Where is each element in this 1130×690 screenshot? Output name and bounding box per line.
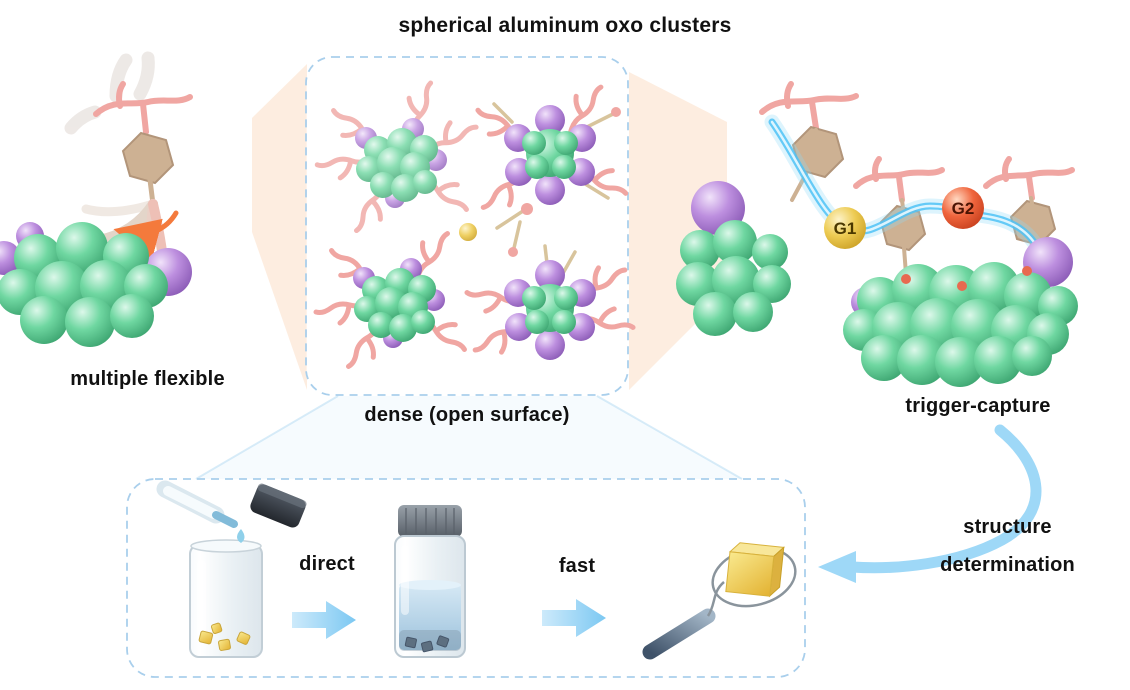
fast-step-label: fast xyxy=(558,555,596,577)
g1-sphere xyxy=(824,207,866,249)
cluster-icon xyxy=(463,244,637,360)
benzene-hexagon xyxy=(121,131,175,185)
anchor-dot xyxy=(901,274,911,284)
trigger-glow-path xyxy=(764,114,1048,260)
arrow-right-icon xyxy=(292,601,356,639)
funnel-beam xyxy=(195,395,743,480)
cluster-icon xyxy=(471,79,632,217)
anchor-dot xyxy=(957,281,967,291)
trigger-capture-label: trigger-capture xyxy=(905,395,1051,417)
cluster-surface xyxy=(843,237,1078,387)
cluster-grid xyxy=(316,77,637,374)
g2-sphere xyxy=(942,187,984,229)
crystallization-process xyxy=(156,480,797,660)
zoom-beam-left xyxy=(252,64,307,390)
cluster-surface xyxy=(0,222,192,347)
figure-title: spherical aluminum oxo clusters xyxy=(398,14,732,37)
g1-label: G1 xyxy=(834,219,857,238)
process-panel-border xyxy=(126,478,806,678)
crystal-cube xyxy=(725,542,785,598)
open-vial-icon xyxy=(189,539,263,658)
structure-line2: determination xyxy=(940,554,1075,576)
crystal-bits xyxy=(198,622,251,651)
crystal-loop-icon xyxy=(642,542,797,660)
guest-sphere xyxy=(459,223,477,241)
cluster-surface xyxy=(676,220,791,336)
sediment-crystals xyxy=(404,635,450,653)
right-structure-illustration: G1 G2 xyxy=(676,81,1078,387)
stick-ligand xyxy=(495,203,533,257)
multiple-flexible-label: multiple flexible xyxy=(70,368,225,390)
droplet-icon xyxy=(237,529,245,543)
dense-open-surface-label: dense (open surface) xyxy=(364,404,570,426)
dropper-icon xyxy=(156,480,245,543)
vial-cap-icon xyxy=(250,483,307,528)
direct-step-label: direct xyxy=(299,553,355,575)
g2-label: G2 xyxy=(952,199,975,218)
arrow-right-icon xyxy=(542,599,606,637)
structure-arrow-icon xyxy=(818,424,1042,583)
ghost-ligand-arms xyxy=(64,51,155,135)
pink-ligands xyxy=(759,81,1075,203)
structure-determination-label: structure determination xyxy=(915,508,1100,584)
cap-knurling xyxy=(405,508,455,534)
pink-ligand xyxy=(93,81,193,135)
left-structure-illustration xyxy=(0,51,193,347)
closed-vial-icon xyxy=(394,505,466,658)
structure-line1: structure xyxy=(963,516,1052,538)
anchor-dot xyxy=(1022,266,1032,276)
